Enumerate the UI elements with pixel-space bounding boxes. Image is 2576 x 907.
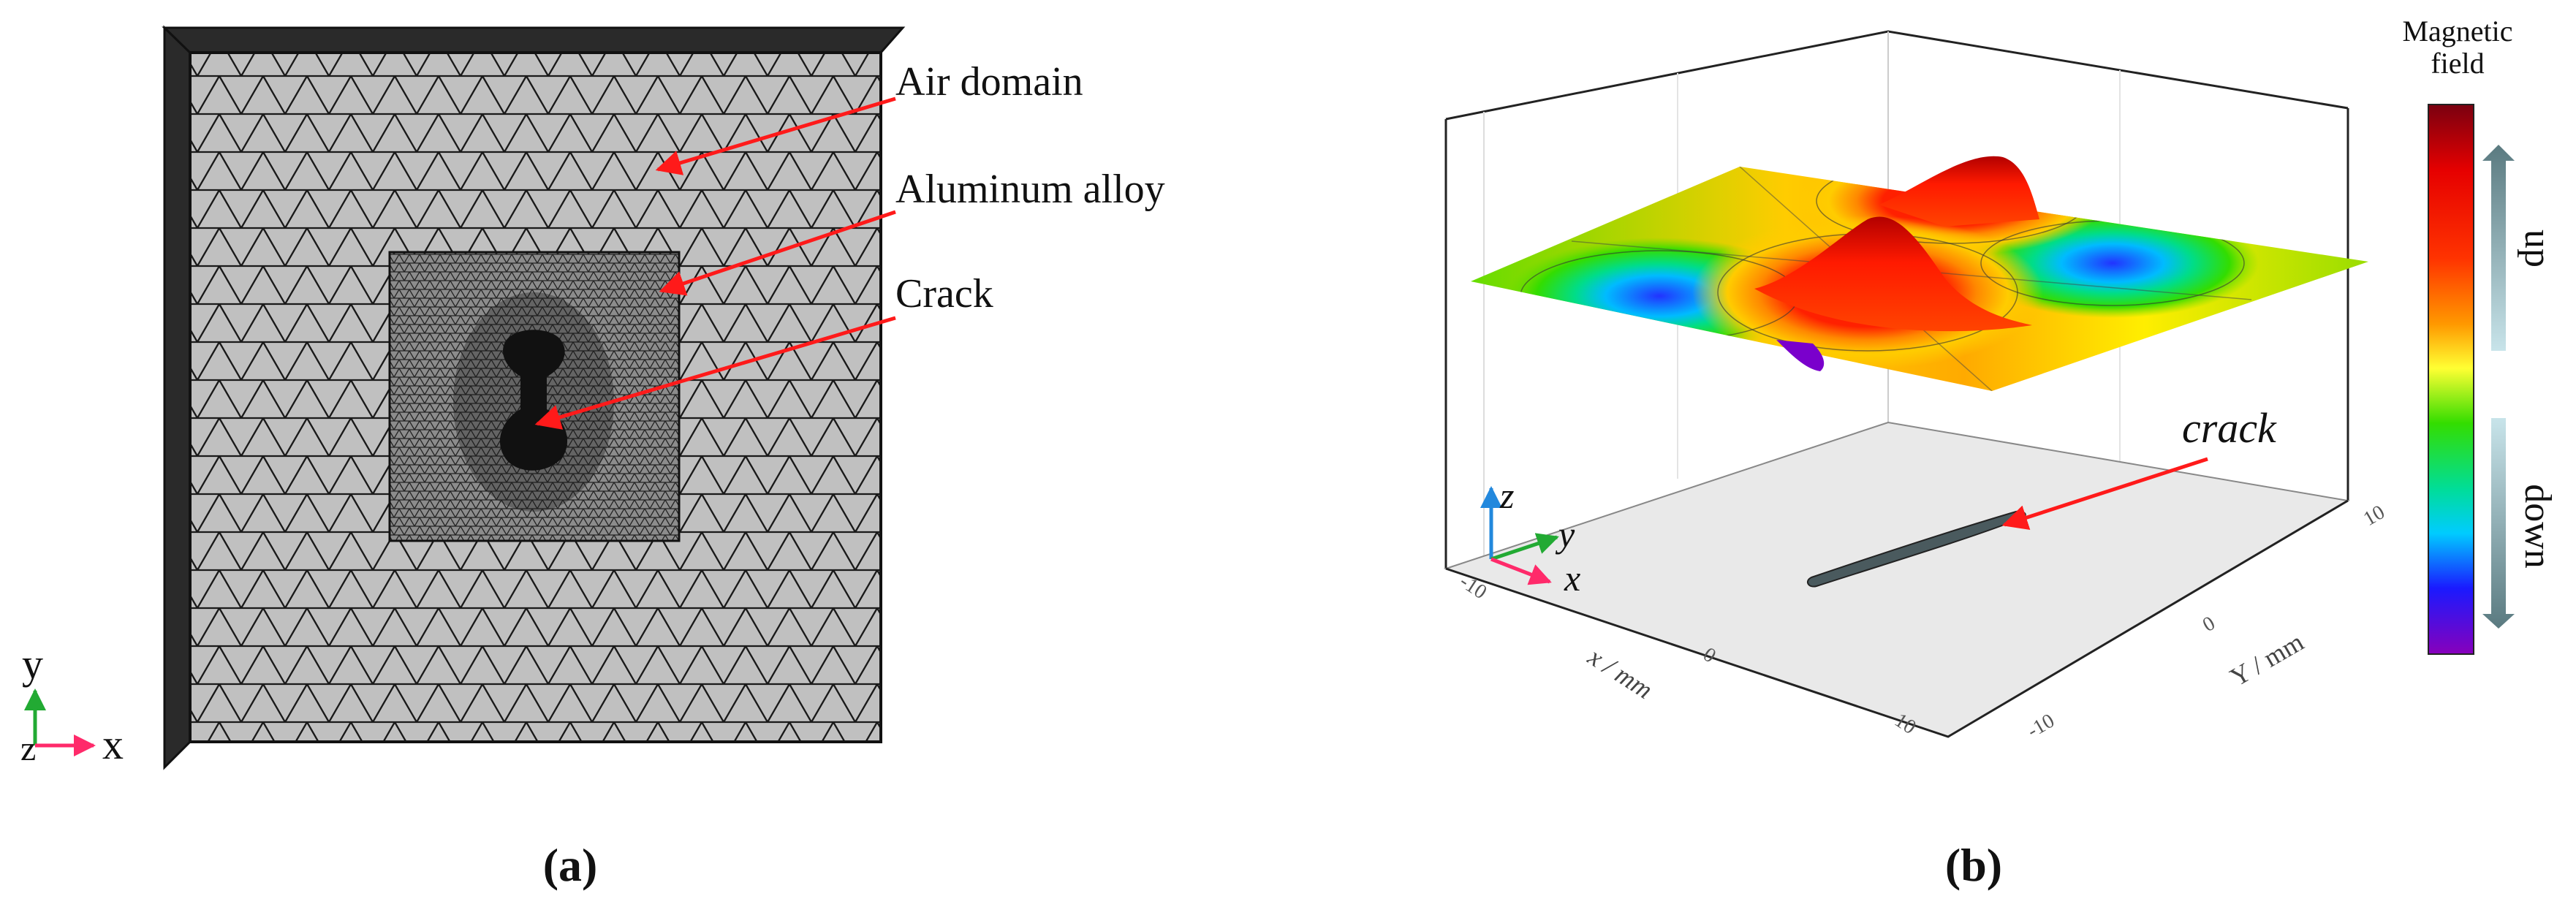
colorbar-title-2: field (2431, 47, 2484, 80)
y-tick-10: 10 (2360, 501, 2389, 531)
surface-peak-front (1754, 216, 2032, 332)
y-tick-neg10: -10 (2023, 710, 2058, 743)
panel-b: crack z y x -10 0 10 x / mm 10 0 -10 Y /… (1443, 15, 2558, 891)
axis-z-label-b: z (1499, 475, 1514, 516)
arrow-crack (534, 316, 896, 430)
label-aluminum-alloy: Aluminum alloy (895, 167, 1165, 212)
caption-a: (a) (543, 839, 598, 891)
arrow-aluminum-alloy (659, 210, 896, 296)
floor-edge (1445, 499, 2349, 738)
crack-halo (453, 292, 614, 512)
axis-x-label: x (102, 721, 124, 768)
axis-x-label-b: x (1564, 558, 1580, 599)
axis-y-label-b: y (1555, 514, 1575, 555)
up-label: up (2517, 229, 2558, 267)
colorbar-gradient (2428, 104, 2474, 655)
y-axis-label: Y / mm (2225, 627, 2308, 692)
axis-triad-b: z y x (1480, 475, 1580, 599)
down-label: down (2517, 484, 2558, 569)
label-air-domain: Air domain (895, 59, 1083, 105)
label-crack-b: crack (2182, 404, 2277, 452)
crack-region (499, 330, 568, 471)
axis-y-label: y (22, 640, 43, 688)
label-crack: Crack (895, 271, 993, 316)
down-arrow-icon (2482, 418, 2515, 629)
surface-dip (1776, 340, 1825, 371)
caption-b: (b) (1945, 839, 2002, 891)
colorbar: Magnetic field up down (2402, 15, 2558, 655)
surface-peak-back (1879, 156, 2039, 227)
mesh-left-edge (163, 25, 192, 770)
panel-a: Air domain Aluminum alloy Crack y z x (a… (20, 25, 1165, 891)
arrow-air-domain (655, 96, 896, 175)
y-tick-0: 0 (2199, 612, 2219, 637)
x-axis-label: x / mm (1583, 642, 1658, 705)
arrow-crack-b (2001, 457, 2208, 530)
mesh-top-edge (162, 26, 906, 54)
magnetic-field-surface (1471, 156, 2368, 391)
up-arrow-icon (2482, 145, 2515, 351)
axis-triad-a: y z x (20, 640, 124, 768)
axis-z-label: z (20, 729, 36, 768)
colorbar-title-1: Magnetic (2402, 15, 2512, 48)
